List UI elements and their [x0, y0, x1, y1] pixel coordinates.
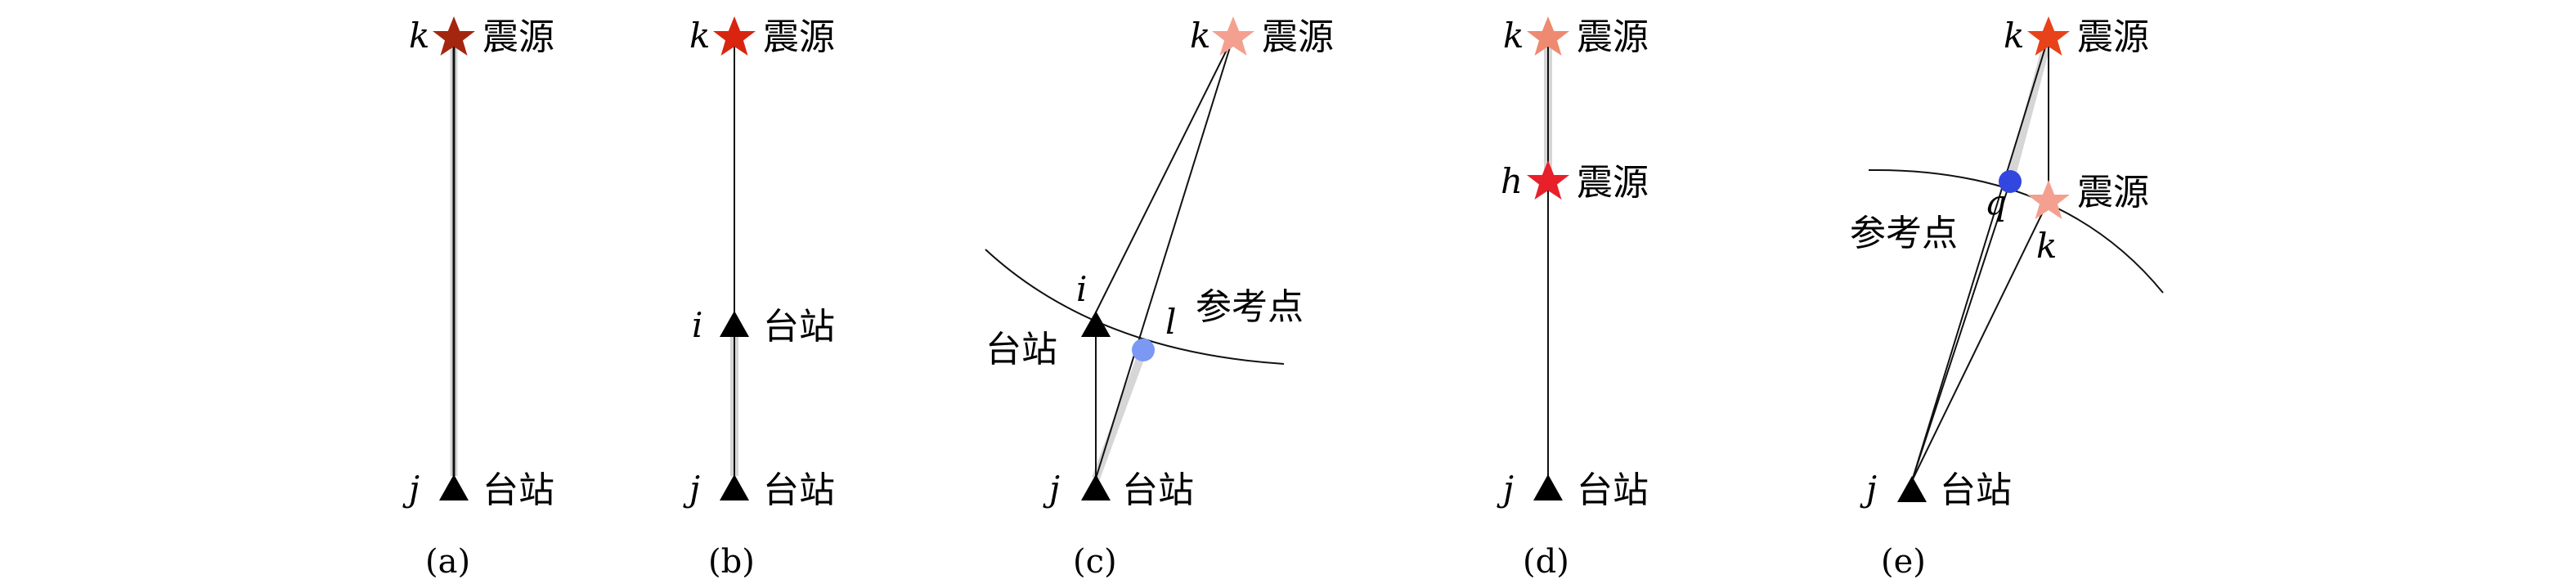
label-source-k: 震源 — [1577, 16, 1649, 58]
label-j: j — [402, 469, 420, 509]
caption-b: (b) — [708, 543, 755, 581]
caption-e: (e) — [1881, 543, 1926, 581]
source-kmid-star-icon — [2027, 180, 2070, 219]
ray-k-i — [1095, 36, 1234, 313]
panel-b: k 震源 i 台站 j 台站 (b) — [683, 16, 835, 581]
panel-e: k 震源 q 参考点 震源 k j 台站 (e) — [1850, 16, 2164, 581]
label-j: j — [1497, 469, 1514, 509]
ray-kmid-j — [1911, 200, 2049, 482]
label-l: l — [1165, 302, 1176, 342]
ray-k-q-glow — [2006, 35, 2053, 183]
reference-point-l-icon — [1132, 339, 1155, 361]
label-k: k — [689, 16, 710, 56]
label-station: 台站 — [482, 469, 554, 511]
label-station-j: 台站 — [1577, 469, 1649, 511]
label-station-i: 台站 — [763, 306, 835, 348]
label-source-k: 震源 — [2077, 16, 2149, 58]
caption-d: (d) — [1523, 543, 1569, 581]
ray-k-j — [1911, 36, 2049, 482]
label-source-kmid: 震源 — [2077, 172, 2149, 213]
label-station-j: 台站 — [1122, 469, 1194, 511]
label-q: q — [1985, 182, 2007, 222]
station-j-triangle-icon — [1897, 476, 1927, 502]
label-source: 震源 — [1262, 16, 1334, 58]
source-h-star-icon — [1527, 160, 1569, 200]
label-source: 震源 — [482, 16, 554, 58]
label-i: i — [1076, 269, 1087, 309]
source-k-star-icon — [1527, 16, 1569, 56]
source-star-icon — [433, 16, 475, 56]
label-k-mid: k — [2036, 226, 2057, 266]
label-h: h — [1501, 161, 1523, 201]
label-j: j — [1043, 469, 1060, 509]
label-reference-point: 参考点 — [1850, 213, 1958, 254]
station-i-triangle-icon — [720, 311, 749, 337]
ray-k-j — [1095, 36, 1234, 479]
source-star-icon — [1212, 16, 1254, 56]
ray-l-j-glow — [1092, 348, 1147, 480]
station-i-triangle-icon — [1081, 311, 1111, 337]
caption-a: (a) — [425, 543, 470, 581]
reference-point-q-icon — [1999, 170, 2022, 193]
label-station-j: 台站 — [1940, 469, 2012, 511]
label-station-j: 台站 — [763, 469, 835, 511]
label-source: 震源 — [763, 16, 835, 58]
label-k: k — [1503, 16, 1524, 56]
source-k-star-icon — [2027, 16, 2070, 56]
station-j-triangle-icon — [1533, 474, 1563, 500]
label-k: k — [2004, 16, 2024, 56]
station-triangle-icon — [439, 474, 469, 500]
label-j: j — [683, 469, 700, 509]
ray-q-j — [1911, 181, 2011, 482]
reference-arc — [985, 249, 1285, 365]
label-j: j — [1860, 469, 1877, 509]
label-k: k — [409, 16, 429, 56]
panel-c: k 震源 i 台站 l 参考点 j 台站 (c) — [985, 16, 1334, 581]
label-source-h: 震源 — [1577, 162, 1649, 204]
panel-a: k 震源 j 台站 (a) — [402, 16, 554, 581]
panel-d: k 震源 h 震源 j 台站 (d) — [1497, 16, 1649, 581]
label-station-i: 台站 — [985, 329, 1057, 370]
caption-c: (c) — [1073, 543, 1117, 581]
station-j-triangle-icon — [1081, 474, 1111, 500]
label-k: k — [1190, 16, 1210, 56]
source-star-icon — [713, 16, 756, 56]
label-i: i — [692, 305, 702, 345]
station-j-triangle-icon — [720, 474, 749, 500]
label-reference-point: 参考点 — [1196, 286, 1304, 328]
